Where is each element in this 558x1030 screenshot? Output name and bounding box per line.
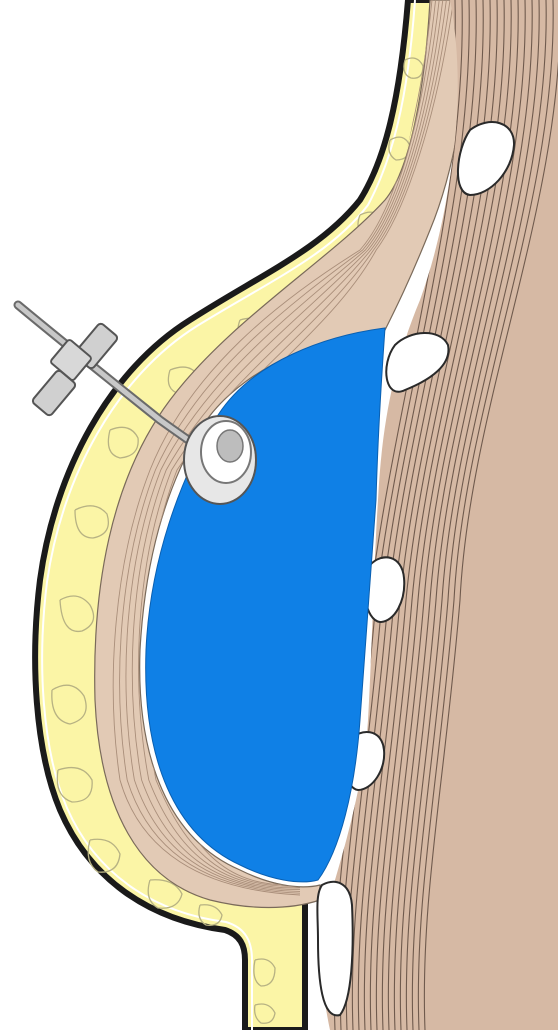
injection-port-icon xyxy=(184,416,256,504)
rib-icon xyxy=(317,882,352,1016)
